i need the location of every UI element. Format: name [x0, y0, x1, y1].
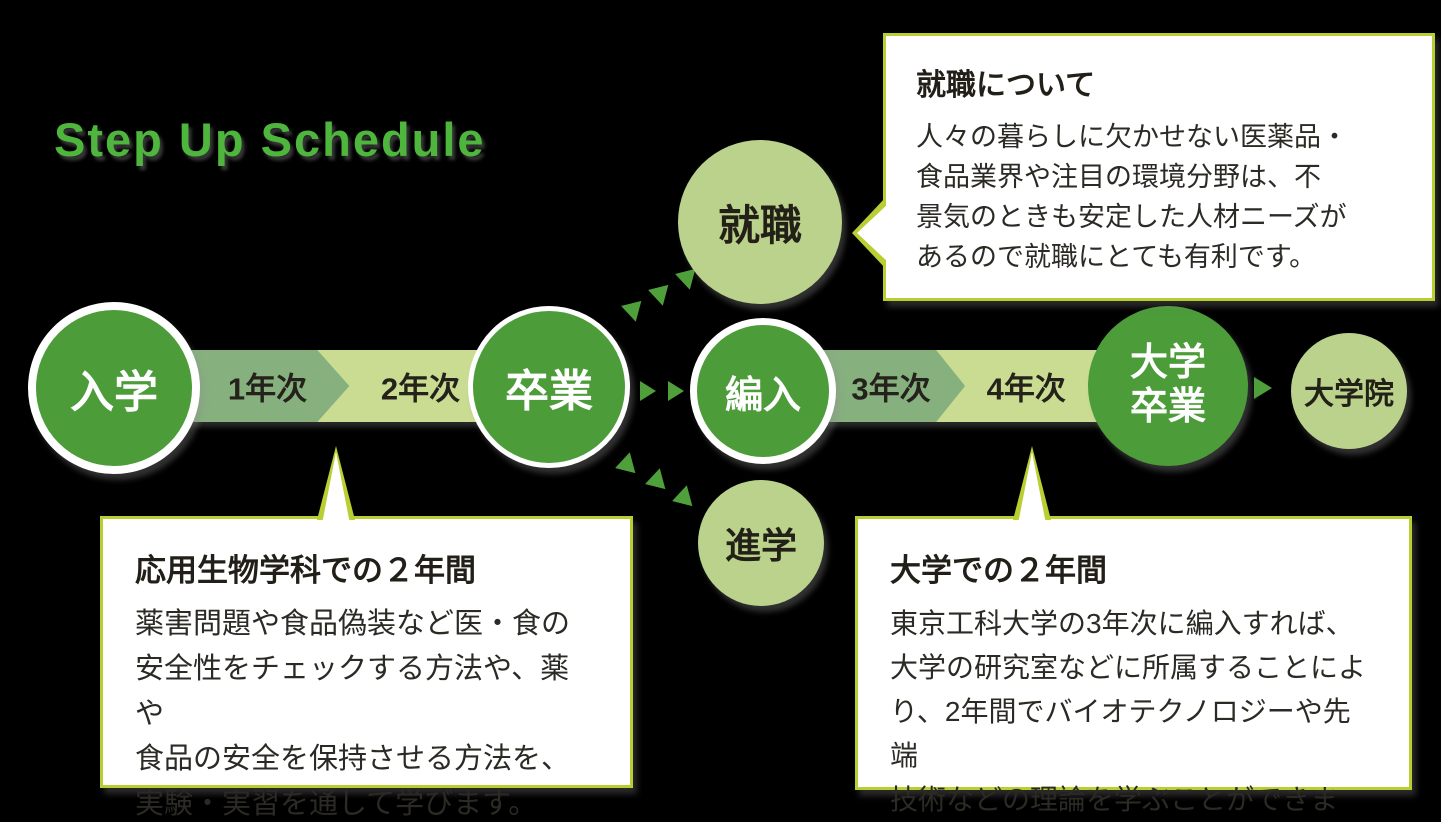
- node-nyugaku: 入学: [28, 302, 200, 474]
- node-hennyu: 編入: [690, 318, 836, 464]
- callout-shushoku: 就職について 人々の暮らしに欠かせない医薬品・ 食品業界や注目の環境分野は、不 …: [883, 33, 1435, 301]
- node-hennyu-label: 編入: [724, 374, 801, 417]
- callout-daigaku-title: 大学での２年間: [890, 553, 1107, 588]
- node-shingaku-label: 進学: [724, 525, 797, 566]
- node-shushoku: 就職: [678, 140, 842, 304]
- node-daigaku-sotsugyo: 大学 卒業: [1088, 306, 1248, 466]
- year-label-4: 4年次: [986, 371, 1066, 407]
- callout-daigaku: 大学での２年間 東京工科大学の3年次に編入すれば、 大学の研究室などに所属するこ…: [855, 516, 1412, 815]
- year-label-2: 2年次: [380, 371, 461, 407]
- callout-gakka-title: 応用生物学科での２年間: [135, 553, 476, 588]
- arrow-triangle-icon: [640, 381, 656, 401]
- callout-gakka-body: 薬害問題や食品偽装など医・食の 安全性をチェックする方法や、薬や 食品の安全を保…: [135, 608, 571, 820]
- callout-shushoku-body: 人々の暮らしに欠かせない医薬品・ 食品業界や注目の環境分野は、不 景気のときも安…: [916, 122, 1348, 272]
- arrow-triangle-icon: [648, 285, 673, 309]
- node-daigakuin: 大学院: [1291, 333, 1407, 449]
- node-nyugaku-label: 入学: [70, 368, 158, 417]
- node-shushoku-label: 就職: [717, 201, 802, 249]
- arrow-triangle-icon: [1254, 377, 1272, 399]
- callout-shushoku-title: 就職について: [916, 69, 1096, 102]
- year-label-3: 3年次: [851, 371, 931, 407]
- diagram-title: Step Up Schedule: [54, 113, 486, 166]
- arrow-triangle-icon: [668, 381, 684, 401]
- node-sotsugyo-label: 卒業: [505, 367, 593, 416]
- arrow-triangle-icon: [615, 450, 640, 474]
- arrow-triangle-icon: [645, 466, 670, 490]
- callout-gakka: 応用生物学科での２年間 薬害問題や食品偽装など医・食の 安全性をチェックする方法…: [100, 516, 633, 820]
- callout-daigaku-body: 東京工科大学の3年次に編入すれば、 大学の研究室などに所属することによ り、2年…: [890, 608, 1367, 815]
- node-daigaku-sotsugyo-label: 大学 卒業: [1129, 342, 1206, 428]
- node-daigakuin-label: 大学院: [1304, 378, 1394, 411]
- arrow-triangle-icon: [621, 301, 646, 325]
- arrow-triangle-icon: [672, 483, 697, 507]
- node-sotsugyo: 卒業: [468, 306, 630, 468]
- year-band-1: 1年次 2年次: [150, 350, 506, 422]
- year-band-2: 3年次 4年次: [788, 350, 1110, 422]
- node-shingaku: 進学: [698, 480, 824, 606]
- year-label-1: 1年次: [227, 371, 308, 407]
